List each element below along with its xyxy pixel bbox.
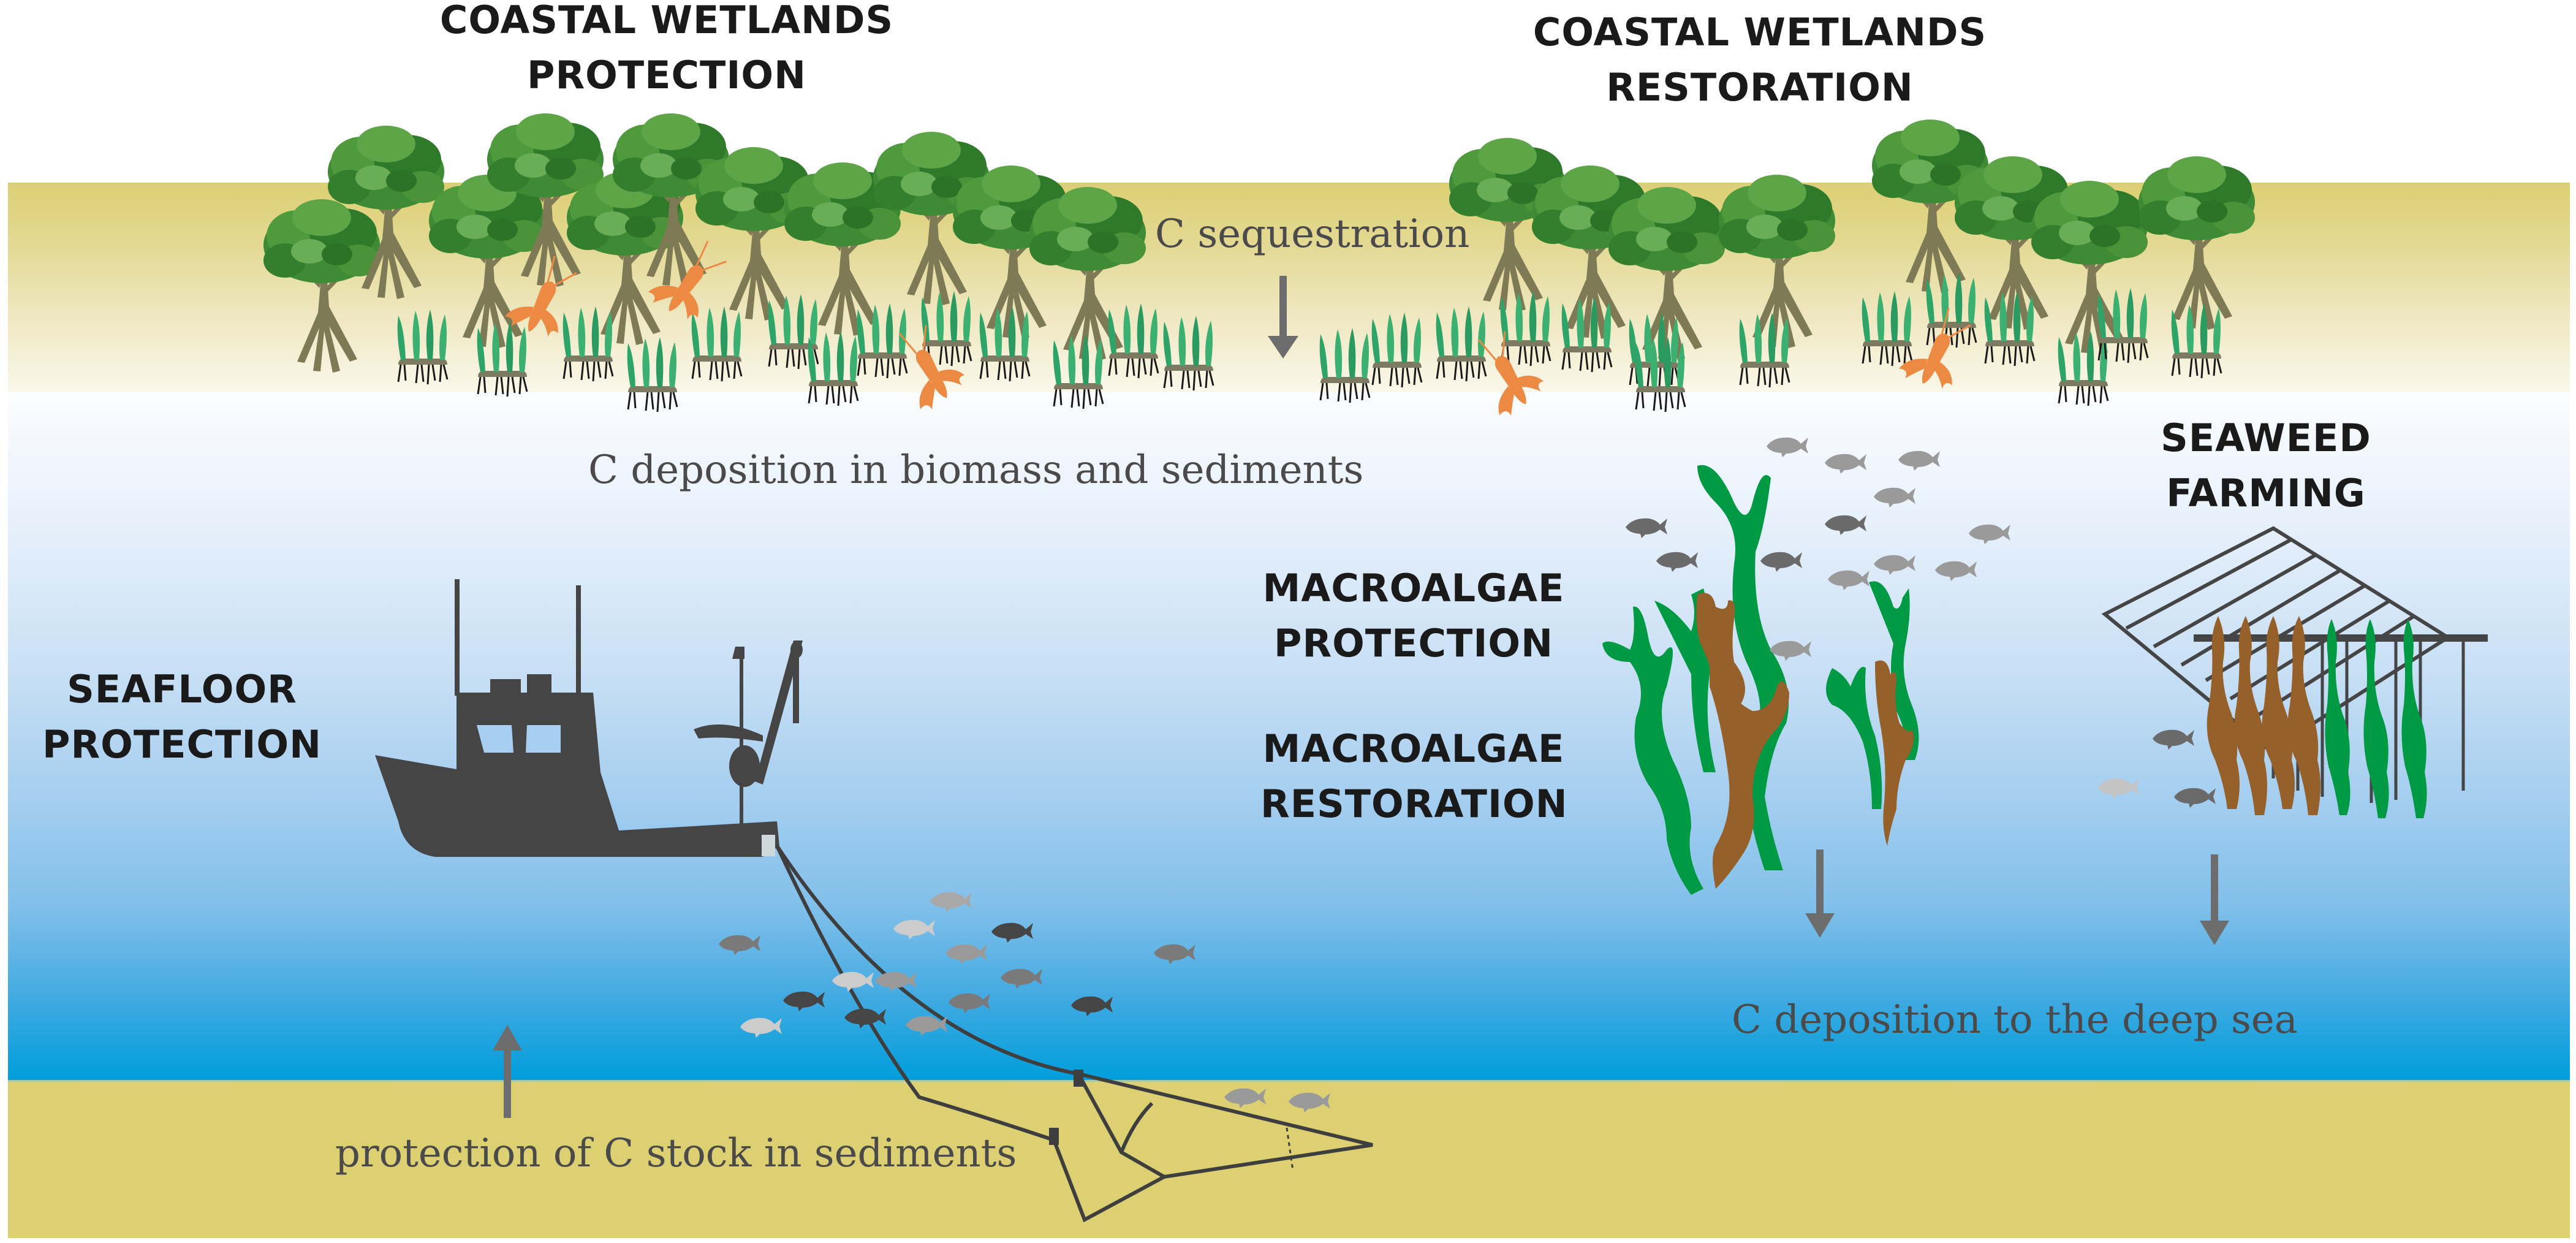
seagrass-icon <box>2097 287 2149 364</box>
label-line: MACROALGAE <box>1262 726 1565 771</box>
label-line: SEAFLOOR <box>67 667 297 712</box>
seagrass-icon <box>1435 305 1487 382</box>
annotation-c-deposition-deep-sea: C deposition to the deep sea <box>1732 997 2298 1043</box>
label-line: COASTAL WETLANDS <box>1532 10 1987 55</box>
seagrass-icon <box>1319 327 1371 404</box>
fish-icon <box>1656 552 1698 572</box>
fish-icon <box>1969 524 2010 544</box>
seagrass-icon <box>1499 290 1551 367</box>
fish-icon <box>1770 641 1811 661</box>
seagrass-icon <box>1162 314 1214 392</box>
fish-icon <box>844 1008 886 1028</box>
fish-icon <box>945 944 987 964</box>
kelp-icon <box>1826 581 1919 846</box>
seagrass-icon <box>1052 333 1104 410</box>
fish-icon <box>1071 996 1113 1016</box>
fish-icon <box>1898 450 1940 471</box>
label-line: RESTORATION <box>1606 65 1914 110</box>
mangrove-tree-icon <box>1719 175 1835 348</box>
label-seafloor-protection: SEAFLOOR PROTECTION <box>29 662 335 772</box>
fish-icon <box>1224 1088 1266 1108</box>
fish-icon <box>2153 729 2194 750</box>
ocean-water-column <box>8 392 2570 1080</box>
label-macroalgae-restoration: MACROALGAE RESTORATION <box>1260 721 1567 832</box>
c-sequestration-arrow <box>1268 276 1298 359</box>
mangrove-tree-icon <box>1608 187 1725 360</box>
fish-school-trawl <box>719 892 1330 1112</box>
fish-icon <box>1289 1092 1330 1112</box>
fish-icon <box>719 935 760 955</box>
macroalgae-deposition-arrow <box>1805 850 1835 938</box>
label-line: FARMING <box>2166 471 2366 515</box>
seagrass-icon <box>396 308 449 386</box>
seagrass-icon <box>1371 311 1423 389</box>
fish-icon <box>1828 570 1869 590</box>
seaweed-farm-deposition-arrow <box>2200 854 2229 945</box>
fish-icon <box>1874 487 1915 507</box>
fish-icon <box>930 892 972 912</box>
annotation-c-stock-protection: protection of C stock in sediments <box>335 1131 1017 1176</box>
fish-icon <box>1825 454 1866 474</box>
seagrass-icon <box>626 336 678 413</box>
label-coastal-wetlands-protection: COASTAL WETLANDS PROTECTION <box>422 0 912 103</box>
label-line: SEAWEED <box>2161 416 2371 460</box>
label-line: PROTECTION <box>1274 621 1553 666</box>
label-macroalgae-protection: MACROALGAE PROTECTION <box>1260 561 1567 671</box>
fish-icon <box>1154 944 1195 964</box>
fish-icon <box>1935 561 1977 581</box>
fish-icon <box>740 1017 782 1038</box>
boat-windows <box>477 725 561 753</box>
annotation-c-deposition-biomass: C deposition in biomass and sediments <box>588 447 1364 493</box>
label-line: RESTORATION <box>1260 781 1568 826</box>
label-line: PROTECTION <box>42 722 322 767</box>
fish-icon <box>875 971 917 992</box>
fish-icon <box>2097 778 2139 799</box>
seagrass-icon <box>1861 290 1913 367</box>
label-coastal-wetlands-restoration: COASTAL WETLANDS RESTORATION <box>1515 5 2005 115</box>
fishing-trawler-icon <box>375 579 803 857</box>
fish-icon <box>1825 515 1866 535</box>
fish-icon <box>1767 437 1808 457</box>
seagrass-icon <box>691 305 743 382</box>
fish-icon <box>1760 552 1802 572</box>
fish-icon <box>832 971 874 992</box>
seagrass-icon <box>856 302 908 379</box>
fish-icon <box>783 991 825 1011</box>
sediment-protection-arrow <box>493 1025 522 1118</box>
mangrove-group-restoration <box>1449 120 2255 360</box>
fish-icon <box>2174 788 2216 808</box>
fish-icon <box>1626 518 1667 538</box>
trawl-net-icon <box>775 845 1373 1223</box>
fish-icon <box>949 993 990 1013</box>
fish-icon <box>893 919 935 940</box>
seagrass-icon <box>562 305 614 382</box>
seaweed-farm-raft-icon <box>2097 526 2488 818</box>
kelp-icon <box>1602 465 1789 895</box>
label-line: COASTAL WETLANDS <box>439 0 894 42</box>
annotation-c-sequestration: C sequestration <box>1155 211 1470 257</box>
label-line: MACROALGAE <box>1262 566 1565 610</box>
fish-icon <box>991 922 1033 943</box>
fish-icon <box>1874 555 1915 575</box>
label-line: PROTECTION <box>527 53 806 97</box>
label-seaweed-farming: SEAWEED FARMING <box>2143 411 2388 521</box>
mangrove-tree-icon <box>2138 156 2255 330</box>
fish-icon <box>1001 968 1042 989</box>
